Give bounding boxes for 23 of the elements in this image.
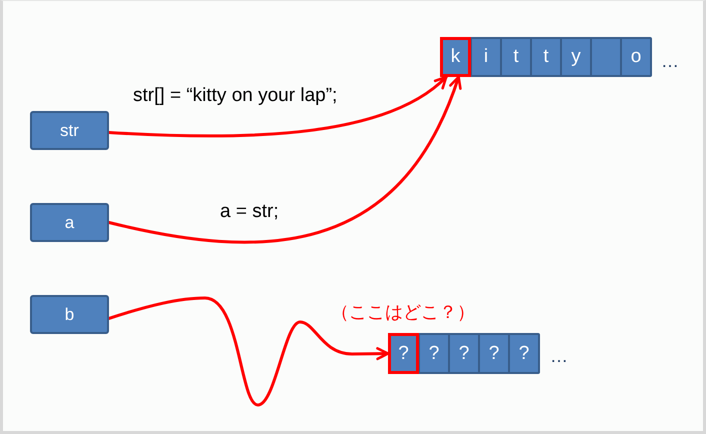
variable-box: str — [30, 111, 109, 150]
array-cell — [592, 39, 620, 75]
array-cell: ? — [420, 335, 448, 372]
note-text: （ここはどこ？） — [331, 303, 475, 321]
ellipsis-text: … — [550, 347, 568, 365]
array-cell: t — [532, 39, 560, 75]
curved-arrow — [108, 296, 390, 406]
array-cell: ? — [450, 335, 478, 372]
variable-box: b — [30, 295, 109, 334]
array-strip — [388, 333, 540, 374]
array-cell: i — [472, 39, 500, 75]
array-cell: ? — [388, 333, 419, 374]
array-cell: y — [562, 39, 590, 75]
array-cell: t — [502, 39, 530, 75]
variable-box: a — [30, 203, 109, 242]
array-strip — [440, 37, 652, 77]
ellipsis-text: … — [661, 52, 679, 70]
array-cell: k — [440, 37, 471, 77]
array-cell: o — [622, 39, 650, 75]
curved-arrow — [108, 76, 461, 244]
array-cell: ? — [510, 335, 538, 372]
curved-arrow — [108, 76, 448, 138]
array-cell: ? — [480, 335, 508, 372]
